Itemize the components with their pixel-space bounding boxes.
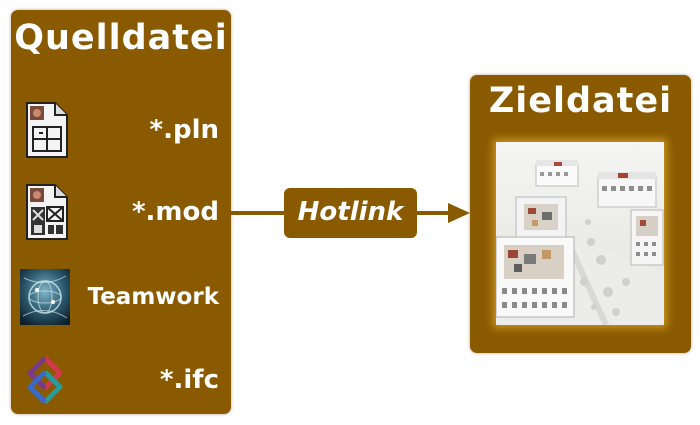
pln-label: *.pln <box>149 115 219 145</box>
arrow-head-icon <box>448 203 470 223</box>
source-file-panel: Quelldatei *.pln <box>11 10 231 414</box>
ifc-label: *.ifc <box>159 365 219 395</box>
ifc-logo-icon <box>27 356 63 404</box>
hotlink-connector: Hotlink <box>284 188 417 238</box>
source-item-teamwork: Teamwork <box>11 262 231 332</box>
source-item-mod: *.mod <box>11 177 231 247</box>
source-panel-title: Quelldatei <box>14 18 228 58</box>
hotlink-label: Hotlink <box>297 197 404 227</box>
connector-line-left <box>231 211 289 215</box>
target-panel-title: Zieldatei <box>488 81 673 121</box>
mod-label: *.mod <box>131 197 219 227</box>
connector-line-right <box>417 211 451 215</box>
pln-file-icon <box>26 102 68 158</box>
source-item-pln: *.pln <box>11 95 231 165</box>
source-item-ifc: *.ifc <box>11 345 231 415</box>
mod-file-icon <box>26 184 68 240</box>
building-render-image <box>496 142 664 325</box>
teamwork-label: Teamwork <box>87 284 219 310</box>
teamwork-globe-icon <box>20 269 70 325</box>
